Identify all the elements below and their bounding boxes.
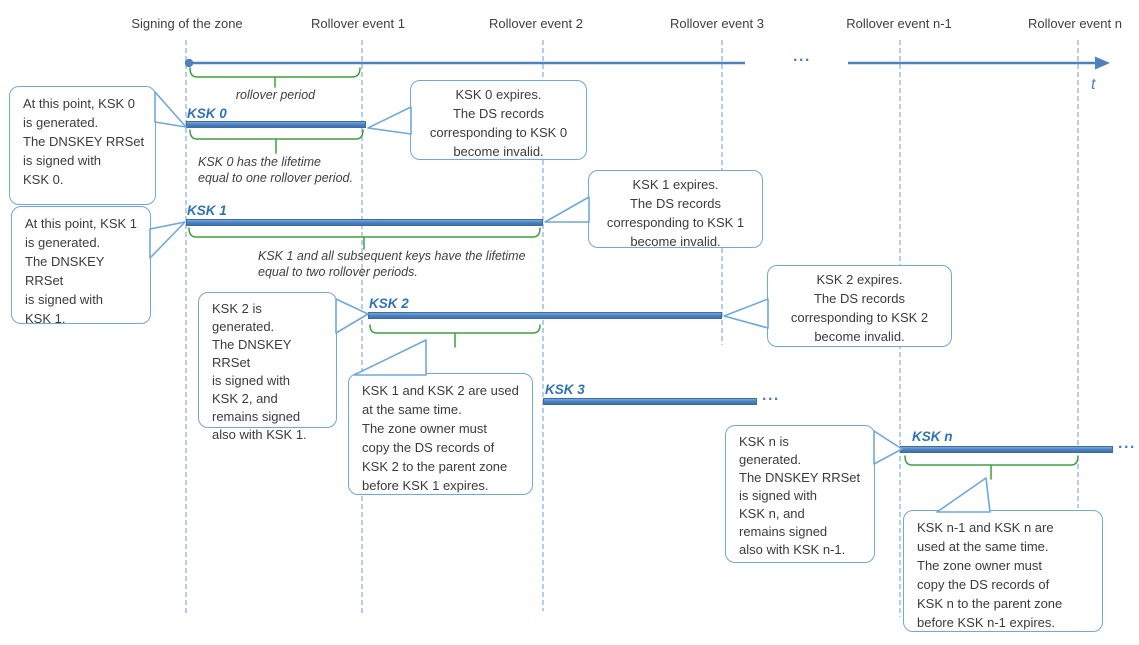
callout-ksk2-generated-beak xyxy=(335,298,369,334)
timeline-ellipsis: ... xyxy=(793,48,811,65)
kskn-label: KSK n xyxy=(912,429,953,444)
callout-ksk1-ksk2-overlap: KSK 1 and KSK 2 are used at the same tim… xyxy=(348,373,533,495)
callout-kskn-generated-text: KSK n is generated. The DNSKEY RRSet is … xyxy=(739,434,861,557)
callout-ksk0-expires-text: KSK 0 expires. The DS records correspond… xyxy=(429,87,568,159)
kskn-overlap-brace xyxy=(904,455,1079,480)
callout-ksk1-generated: At this point, KSK 1 is generated. The D… xyxy=(11,206,151,326)
time-axis-label: t xyxy=(1091,76,1096,93)
event-label-n1: Rollover event n-1 xyxy=(846,16,952,31)
callout-ksk2-expires-beak xyxy=(723,298,769,329)
ksk3-continues-ellipsis: ... xyxy=(762,387,780,404)
ksk1-lifetime-caption: KSK 1 and all subsequent keys have the l… xyxy=(258,249,526,279)
ksk0-lifetime-brace xyxy=(189,129,364,154)
callout-ksk2-generated-text: KSK 2 is generated. The DNSKEY RRSet is … xyxy=(212,301,307,442)
event-label-n: Rollover event n xyxy=(1028,16,1122,31)
rollover-period-brace xyxy=(189,67,361,88)
ksk0-label: KSK 0 xyxy=(187,106,227,121)
callout-kskn-overlap-beak xyxy=(936,477,991,513)
event-label-2: Rollover event 2 xyxy=(489,16,583,31)
time-axis-origin-dot xyxy=(184,58,194,68)
time-axis-arrowhead xyxy=(1095,56,1110,70)
callout-ksk1-expires-text: KSK 1 expires. The DS records correspond… xyxy=(606,177,745,249)
ksk1-bar xyxy=(186,219,543,226)
ksk1-label: KSK 1 xyxy=(187,203,227,218)
kskn-continues-ellipsis: ... xyxy=(1118,435,1136,452)
callout-ksk2-expires-text: KSK 2 expires. The DS records correspond… xyxy=(790,272,929,344)
callout-ksk0-generated-beak xyxy=(154,91,187,128)
callout-ksk1-expires-beak xyxy=(544,196,590,223)
ksk2-label: KSK 2 xyxy=(369,296,409,311)
callout-ksk0-expires-beak xyxy=(367,106,412,135)
callout-ksk0-expires: KSK 0 expires. The DS records correspond… xyxy=(410,80,587,160)
callout-ksk0-generated-text: At this point, KSK 0 is generated. The D… xyxy=(23,96,145,187)
ksk3-label: KSK 3 xyxy=(545,382,585,397)
ksk3-bar xyxy=(543,398,757,405)
callout-kskn-overlap-text: KSK n-1 and KSK n are used at the same t… xyxy=(917,520,1063,630)
callout-kskn-generated-beak xyxy=(873,430,903,465)
ksk0-bar xyxy=(186,121,366,128)
callout-ksk2-generated: KSK 2 is generated. The DNSKEY RRSet is … xyxy=(198,292,337,442)
callout-ksk0-generated: At this point, KSK 0 is generated. The D… xyxy=(9,86,156,205)
ksk2-bar xyxy=(368,312,722,319)
callout-ksk1-generated-beak xyxy=(149,221,186,259)
callout-ksk1-ksk2-overlap-beak xyxy=(353,339,427,376)
rollover-period-caption: rollover period xyxy=(235,88,316,102)
event-label-3: Rollover event 3 xyxy=(670,16,764,31)
ksk0-lifetime-caption: KSK 0 has the lifetime equal to one roll… xyxy=(198,155,353,185)
callout-ksk1-ksk2-overlap-text: KSK 1 and KSK 2 are used at the same tim… xyxy=(362,383,519,493)
callout-ksk2-expires: KSK 2 expires. The DS records correspond… xyxy=(767,265,952,347)
callout-kskn-generated: KSK n is generated. The DNSKEY RRSet is … xyxy=(725,425,875,563)
ksk1-lifetime-brace xyxy=(188,227,541,250)
event-label-1: Rollover event 1 xyxy=(311,16,405,31)
ksk1-ksk2-overlap-brace xyxy=(369,324,541,348)
callout-ksk1-generated-text: At this point, KSK 1 is generated. The D… xyxy=(25,216,138,326)
event-label-signing: Signing of the zone xyxy=(131,16,243,31)
callout-ksk1-expires: KSK 1 expires. The DS records correspond… xyxy=(588,170,763,249)
kskn-bar xyxy=(900,446,1113,453)
callout-kskn-overlap: KSK n-1 and KSK n are used at the same t… xyxy=(903,510,1103,632)
